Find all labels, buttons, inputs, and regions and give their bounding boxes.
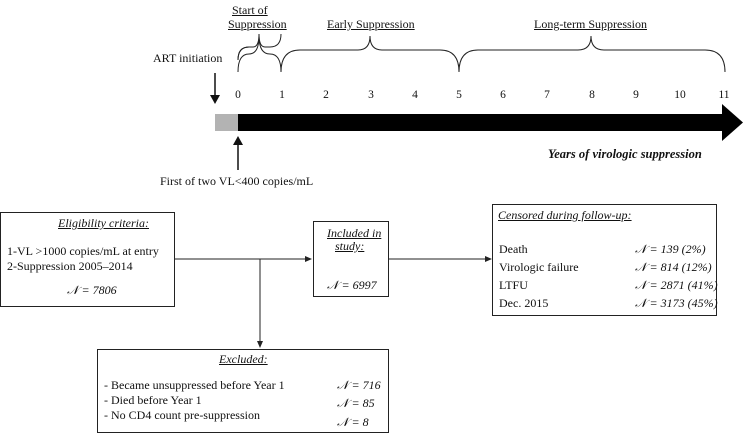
included-box: Included in study: 𝒩 = 6997 xyxy=(313,221,389,297)
longterm-brace xyxy=(458,35,726,73)
eligibility-count: 𝒩 = 7806 xyxy=(67,283,117,297)
excluded-row-label: - Died before Year 1 xyxy=(104,393,202,407)
axis-label: Years of virologic suppression xyxy=(548,147,702,161)
eligibility-title: Eligibility criteria: xyxy=(58,216,149,230)
excluded-box: Excluded: - Became unsuppressed before Y… xyxy=(97,349,389,433)
censored-row-label: Virologic failure xyxy=(499,260,579,274)
connector-arrowhead-censored xyxy=(485,256,492,262)
connector-arrowhead-excluded xyxy=(257,341,263,348)
phase-early-label: Early Suppression xyxy=(327,17,415,31)
timeline-bar xyxy=(238,114,725,131)
tick-label: 8 xyxy=(589,89,595,101)
censored-box: Censored during follow-up: Death 𝒩 = 139… xyxy=(492,204,718,316)
tick-label: 5 xyxy=(456,89,462,101)
start-brace-left xyxy=(237,46,250,61)
eligibility-box: Eligibility criteria: 1-VL >1000 copies/… xyxy=(0,212,175,307)
excluded-row-label: - No CD4 count pre-suppression xyxy=(104,408,260,422)
tick-label: 9 xyxy=(633,89,639,101)
tick-label: 2 xyxy=(323,89,329,101)
excluded-row-value: 𝒩 = 85 xyxy=(337,396,375,410)
tick-label: 3 xyxy=(368,89,374,101)
included-count: 𝒩 = 6997 xyxy=(327,278,377,292)
art-initiation-arrowhead xyxy=(210,95,220,104)
art-initiation-label: ART initiation xyxy=(153,51,223,65)
tick-label: 0 xyxy=(235,89,241,101)
excluded-row-label: - Became unsuppressed before Year 1 xyxy=(104,378,285,392)
tick-label: 11 xyxy=(718,89,730,101)
censored-row-label: Death xyxy=(499,242,528,256)
tick-label: 4 xyxy=(412,89,418,101)
first-vl-arrowhead xyxy=(233,136,243,145)
censored-row-value: 𝒩 = 2871 (41%) xyxy=(635,278,718,292)
tick-label: 10 xyxy=(674,89,686,101)
censored-row-value: 𝒩 = 3173 (45%) xyxy=(635,296,718,310)
included-title-line2: study: xyxy=(335,239,365,253)
pre-suppression-segment xyxy=(215,114,238,131)
phase-longterm-label: Long-term Suppression xyxy=(534,17,647,31)
censored-title: Censored during follow-up: xyxy=(498,208,632,222)
excluded-row-value: 𝒩 = 8 xyxy=(337,415,369,429)
excluded-row-value: 𝒩 = 716 xyxy=(337,378,381,392)
eligibility-criterion-2: 2-Suppression 2005–2014 xyxy=(7,259,133,273)
timeline-arrowhead xyxy=(722,104,743,141)
connector-arrowhead-included xyxy=(305,256,312,262)
first-vl-label: First of two VL<400 copies/mL xyxy=(160,174,314,188)
censored-row-value: 𝒩 = 139 (2%) xyxy=(635,242,706,256)
start-brace-shape xyxy=(237,35,282,73)
phase-start-label-line1: Start of xyxy=(232,3,268,17)
tick-label: 6 xyxy=(500,89,506,101)
censored-row-value: 𝒩 = 814 (12%) xyxy=(635,260,712,274)
tick-label: 1 xyxy=(279,89,285,101)
censored-row-label: Dec. 2015 xyxy=(499,296,549,310)
early-brace xyxy=(280,35,460,73)
excluded-title: Excluded: xyxy=(219,352,268,366)
tick-label: 7 xyxy=(544,89,550,101)
included-title-line1: Included in xyxy=(327,226,382,240)
eligibility-criterion-1: 1-VL >1000 copies/mL at entry xyxy=(7,244,159,258)
phase-start-label-line2: Suppression xyxy=(228,17,287,31)
censored-row-label: LTFU xyxy=(499,278,528,292)
